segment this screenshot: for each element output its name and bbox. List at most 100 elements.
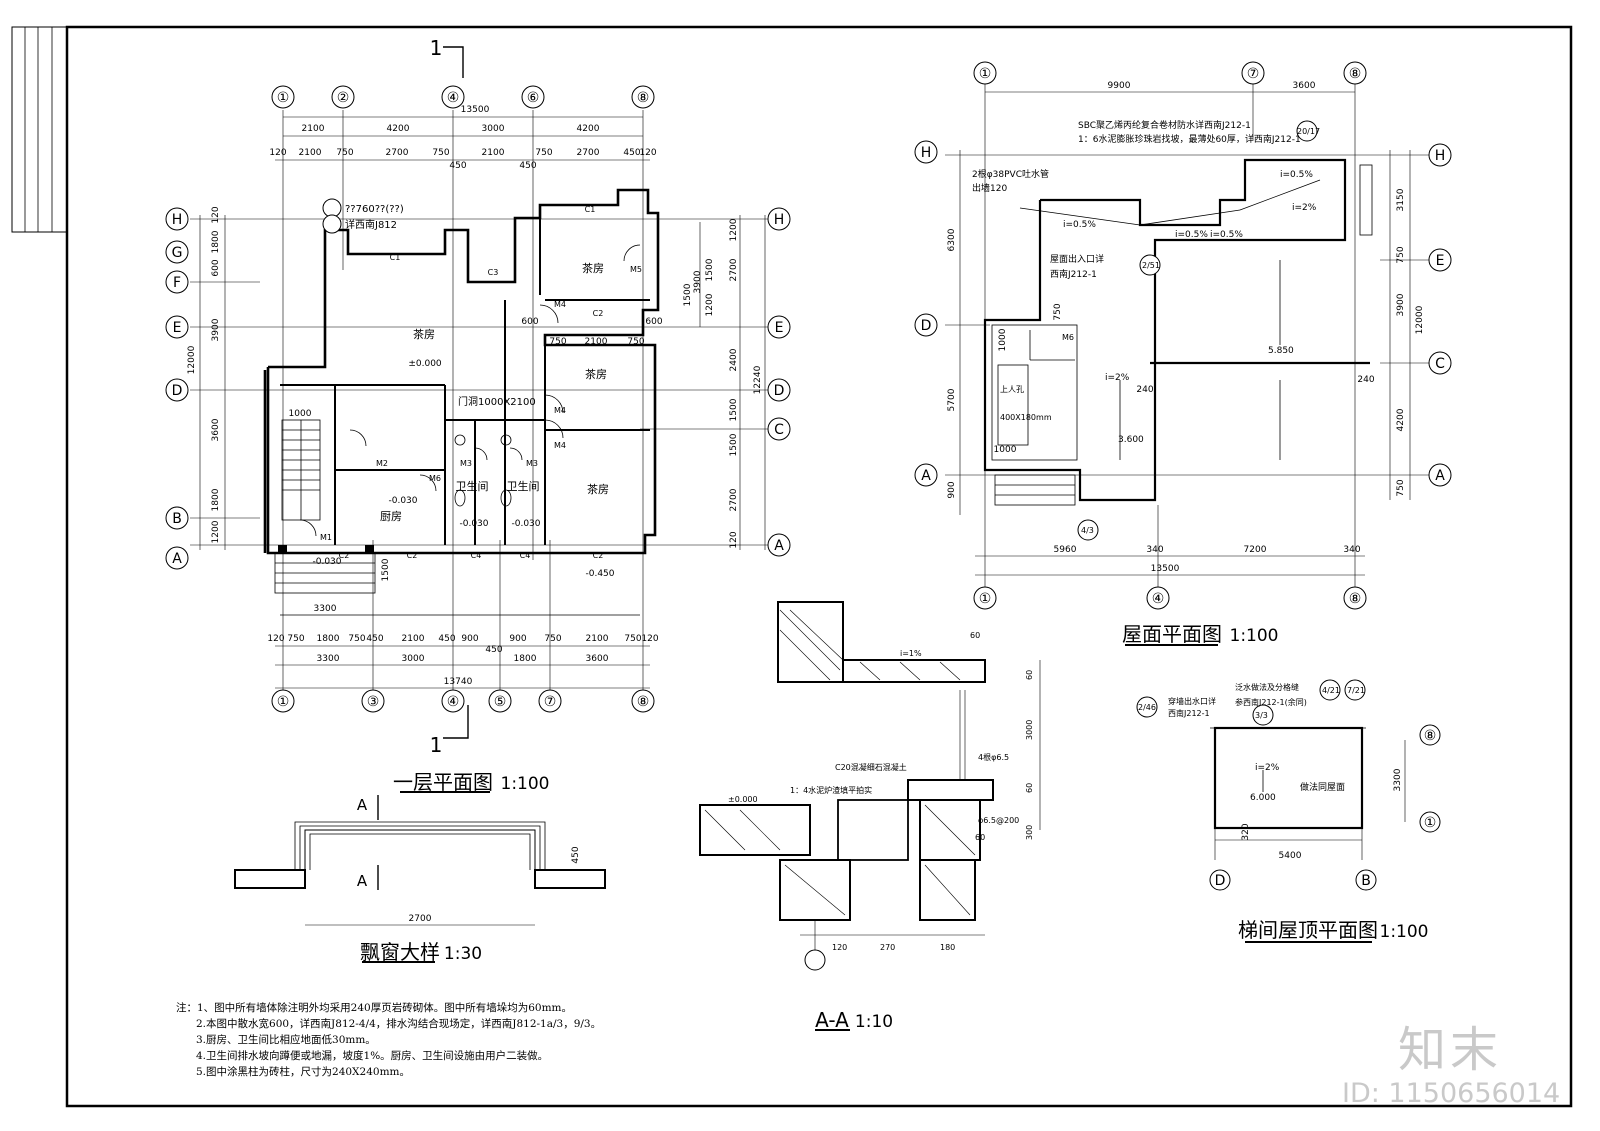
room-bath-1: 卫生间	[456, 479, 489, 493]
dim-bottom-r2-0: 120	[267, 634, 284, 644]
section-dim-v-4: 60	[975, 833, 985, 842]
window-section-mark-bottom: A	[357, 872, 368, 890]
dim-left-3: 3900	[211, 318, 221, 341]
dim-misc-0: 3900	[693, 270, 703, 293]
roof-axis-left-3: A	[921, 468, 931, 484]
dim-left-2: 600	[211, 259, 221, 276]
roof-axis-left-2: D	[921, 318, 932, 334]
stair-dim-5400: 5400	[1279, 851, 1302, 861]
stair-drain: 穿墙出水口详	[1168, 696, 1216, 706]
dim-right-7: 1500	[729, 433, 739, 456]
axis-top-2: ②	[337, 90, 350, 106]
window-c1-b: C1	[390, 253, 401, 262]
dim-bottom-r1-3: 3600	[586, 654, 609, 664]
dim-misc-2: 600	[645, 317, 662, 327]
roof-dim-right-5: 750	[1396, 479, 1406, 496]
roof-axis-bottom-1: ①	[979, 591, 992, 607]
dim-bottom-r1-2: 1800	[514, 654, 537, 664]
roof-dim-bottom-1: 340	[1146, 545, 1163, 555]
roof-slope-1: i=0.5%	[1280, 170, 1313, 180]
stair-axis-8: ⑧	[1424, 728, 1437, 744]
dim-bottom-r2-2: 1800	[317, 634, 340, 644]
roof-axis-top-1: ①	[979, 66, 992, 82]
dim-bottom-step: 3300	[314, 604, 337, 614]
dim-right-9: 120	[729, 531, 739, 548]
general-notes: 注：1、图中所有墙体除注明外均采用240厚页岩砖砌体。图中所有墙垛均为60mm。…	[176, 1000, 696, 1080]
stair-axis-1: ①	[1424, 815, 1437, 831]
dim-right-6: 1500	[729, 398, 739, 421]
note-4: 4.卫生间排水坡向蹲便或地漏，坡度1%。厨房、卫生间设施由用户二装做。	[196, 1050, 549, 1062]
window-c4-a: C4	[471, 551, 482, 560]
section-dim-top: 60	[970, 631, 980, 640]
room-tea-3: 茶房	[585, 368, 607, 381]
section-note-concrete: C20混凝细石混凝土	[835, 762, 907, 772]
roof-detail-ref: 4/3	[1081, 526, 1094, 535]
dim-bottom-r2-4: 450	[366, 634, 383, 644]
section-note-rebar: 4根φ6.5	[978, 752, 1009, 762]
dim-top-r2-7: 450	[519, 161, 536, 171]
roof-dim-top-1: 3600	[1293, 81, 1316, 91]
axis-left-7: A	[172, 551, 182, 567]
axis-left-3: F	[173, 275, 181, 291]
dim-top-r2-8: 750	[535, 148, 552, 158]
door-m3-b: M3	[526, 459, 538, 468]
axis-right-2: E	[775, 320, 784, 336]
ground-floor-plan	[190, 46, 780, 739]
dim-top-r2-3: 2700	[386, 148, 409, 158]
stair-dim-3300: 3300	[1393, 768, 1403, 791]
dim-misc-1: 1500	[381, 558, 391, 581]
roof-dim-right-2: 3900	[1396, 293, 1406, 316]
dim-left-5: 3600	[211, 418, 221, 441]
dim-top-r1-0: 2100	[302, 124, 325, 134]
roof-axis-right-3: C	[1435, 356, 1445, 372]
window-callout-ref: 详西南J812	[345, 218, 397, 231]
roof-slope-5: i=0.5%	[1210, 230, 1243, 240]
dim-top-r2-4: 750	[432, 148, 449, 158]
window-dim-depth: 450	[571, 846, 581, 863]
elev-ground: ±0.000	[408, 359, 442, 369]
section-elev: ±0.000	[728, 795, 758, 804]
dim-top-r2-0: 120	[269, 148, 286, 158]
section-dim-h-1: 270	[880, 943, 895, 952]
roof-hatch-ref: 西南J212-1	[1050, 268, 1097, 280]
room-tea-2: 茶房	[413, 328, 435, 341]
dim-right-3: 1200	[705, 293, 715, 316]
window-c2-d: C2	[339, 551, 350, 560]
dim-bottom-r2-3: 750	[348, 634, 365, 644]
stair-finish: 做法同屋面	[1300, 781, 1345, 793]
axis-bottom-2: ③	[367, 694, 380, 710]
dim-bottom-r2-7: 900	[461, 634, 478, 644]
roof-dim-bottom-total: 13500	[1151, 564, 1180, 574]
roof-hatch-note: 屋面出入口详	[1050, 253, 1104, 265]
door-m2: M2	[376, 459, 388, 468]
roof-dim-misc-3: 240	[1136, 385, 1153, 395]
window-detail	[234, 795, 606, 926]
dim-top-r2-10: 450	[623, 148, 640, 158]
room-tea-4: 茶房	[587, 483, 609, 496]
dim-right-1: 2700	[729, 258, 739, 281]
dim-misc-6: 2100	[585, 337, 608, 347]
roof-slope-6: i=2%	[1105, 373, 1130, 383]
elev-outside: -0.450	[585, 569, 614, 579]
door-m4-b: M4	[554, 406, 566, 415]
stair-sym-1: 2/46	[1138, 703, 1156, 712]
roof-door-m6: M6	[1062, 333, 1074, 342]
stair-drain-ref: 西南J212-1	[1168, 708, 1210, 718]
dim-bottom-r2-1: 750	[287, 634, 304, 644]
section-dim-h-0: 120	[832, 943, 847, 952]
roof-dim-left-0: 6300	[947, 228, 957, 251]
sheet-border	[65, 25, 1573, 1108]
axis-right-5: A	[774, 538, 784, 554]
room-bath-2: 卫生间	[507, 479, 540, 493]
roof-dim-right-1: 750	[1396, 246, 1406, 263]
roof-opening-label: 上人孔	[1000, 385, 1024, 394]
roof-dim-misc-0: 750	[1053, 303, 1063, 320]
window-c2-c: C2	[593, 551, 604, 560]
roof-axis-top-2: ⑦	[1247, 66, 1260, 82]
roof-axis-right-2: E	[1436, 253, 1445, 269]
dim-top-r2-6: 2100	[482, 148, 505, 158]
dim-top-r2-11: 120	[639, 148, 656, 158]
axis-left-5: D	[172, 383, 183, 399]
section-dim-v-1: 3000	[1025, 720, 1034, 740]
